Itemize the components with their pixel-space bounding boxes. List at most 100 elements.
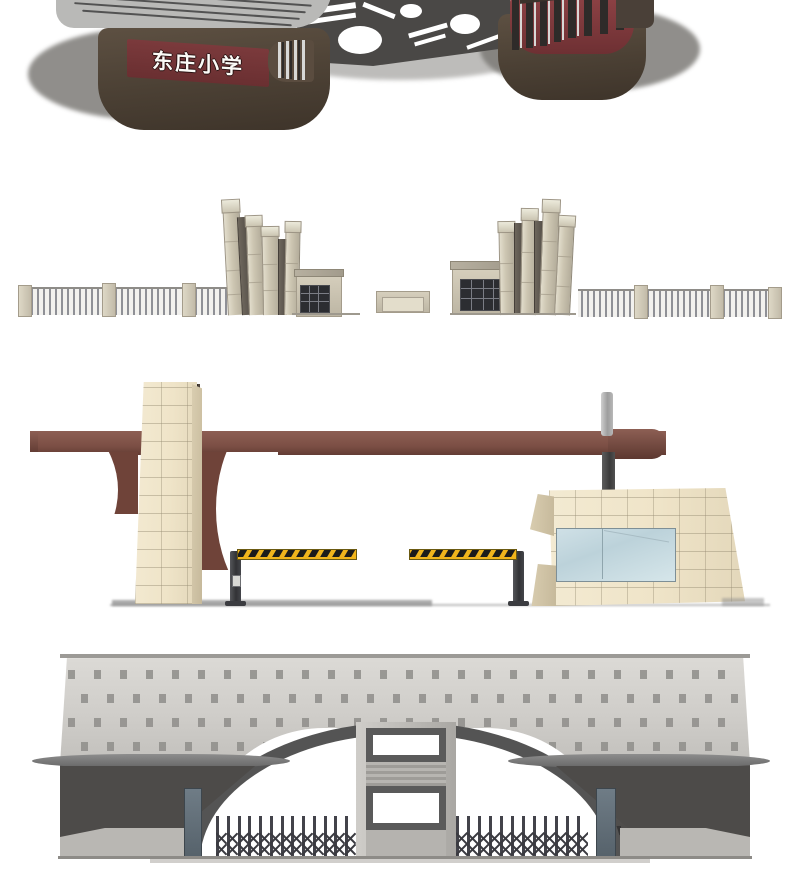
pylon-louver-panel [366, 762, 446, 786]
gate-scissor-link [576, 843, 588, 856]
panel-cantilever-gate [0, 352, 790, 622]
cantilever-slab-left [32, 754, 290, 768]
perforation [68, 718, 75, 727]
guard-house-window [556, 528, 676, 582]
pylon [260, 225, 280, 316]
gate-scissor-link [226, 832, 239, 845]
left-fin-slot [268, 40, 314, 82]
retractable-gate-right[interactable] [456, 816, 588, 858]
pylon-side-face [192, 384, 202, 604]
perforation [510, 718, 517, 727]
beam-left-end [30, 431, 38, 455]
perforation [653, 742, 660, 751]
gate-post [489, 816, 492, 858]
perforation [94, 670, 101, 679]
ground-line [58, 856, 752, 859]
boom-barrier-left[interactable] [237, 549, 357, 560]
perforation [133, 742, 140, 751]
pylon [497, 221, 516, 316]
perforation [484, 718, 491, 727]
school-name-text: 东庄小学 [152, 48, 244, 80]
perforation [120, 718, 127, 727]
guard-block-roof [294, 269, 344, 277]
perforation [367, 694, 374, 703]
panel-pylon-elevation [0, 185, 790, 330]
perforation [510, 670, 517, 679]
gate-post [237, 816, 241, 858]
perforation [614, 670, 621, 679]
gate-scissor-link [576, 832, 588, 845]
perforation [666, 718, 673, 727]
guard-house-shadow [722, 598, 764, 606]
pylon-window-frame-lower [366, 786, 446, 830]
perforation [679, 742, 686, 751]
perforation [146, 718, 153, 727]
perforation [484, 670, 491, 679]
gate-post [555, 816, 558, 858]
gate-post [511, 816, 514, 858]
gate-scissor-link [258, 843, 271, 856]
gate-post [522, 816, 525, 858]
perforation [172, 718, 179, 727]
ground-line [110, 604, 770, 606]
gate-post [280, 816, 284, 858]
perforation [432, 670, 439, 679]
brown-cantilever-beam [30, 431, 666, 455]
retractable-gate-left[interactable] [216, 816, 356, 858]
gate-post [566, 816, 569, 858]
panel-aerial-render: 东庄小学 [0, 0, 790, 150]
perforation [419, 694, 426, 703]
perforation [718, 718, 725, 727]
perforation [471, 694, 478, 703]
perforation [224, 718, 231, 727]
perforation [588, 718, 595, 727]
perforation [380, 670, 387, 679]
perforation [211, 694, 218, 703]
guard-house-base-left [531, 564, 556, 606]
gate-post [533, 816, 536, 858]
perforation [146, 670, 153, 679]
gate-post [216, 816, 219, 858]
control-box-left[interactable] [184, 788, 202, 858]
barrier-post-left-panel [232, 575, 241, 587]
steel-mast [601, 392, 613, 436]
gate-scissor-link [344, 832, 356, 845]
perforation [627, 742, 634, 751]
perforation [328, 670, 335, 679]
louvered-roof [56, 0, 332, 28]
perforation [666, 670, 673, 679]
ground-line [450, 313, 576, 315]
perforation [341, 694, 348, 703]
perforation [250, 670, 257, 679]
perforation [627, 694, 634, 703]
guard-block-glazing [300, 285, 330, 313]
perforation [523, 694, 530, 703]
plinth-left [60, 828, 192, 856]
boom-barrier-right[interactable] [409, 549, 517, 560]
perforation [81, 694, 88, 703]
gate-post [312, 816, 316, 858]
gate-post [500, 816, 503, 858]
gate-scissor-link [258, 832, 271, 845]
perforation [94, 718, 101, 727]
perforation [692, 718, 699, 727]
perforation [224, 670, 231, 679]
ground-shadow [112, 600, 432, 606]
right-pylon-cluster [450, 199, 580, 316]
gate-scissor-link [312, 832, 325, 845]
support-column [602, 452, 615, 490]
perforation [68, 670, 75, 679]
perforation [289, 694, 296, 703]
perforation [315, 694, 322, 703]
perforation [601, 742, 608, 751]
perforation [302, 670, 309, 679]
control-box-right[interactable] [596, 788, 616, 858]
gate-scissor-link [269, 843, 282, 856]
perforation [692, 670, 699, 679]
ground-shadow [150, 859, 650, 863]
perforation [107, 694, 114, 703]
perforation [185, 742, 192, 751]
perforation [718, 670, 725, 679]
perforation [276, 670, 283, 679]
